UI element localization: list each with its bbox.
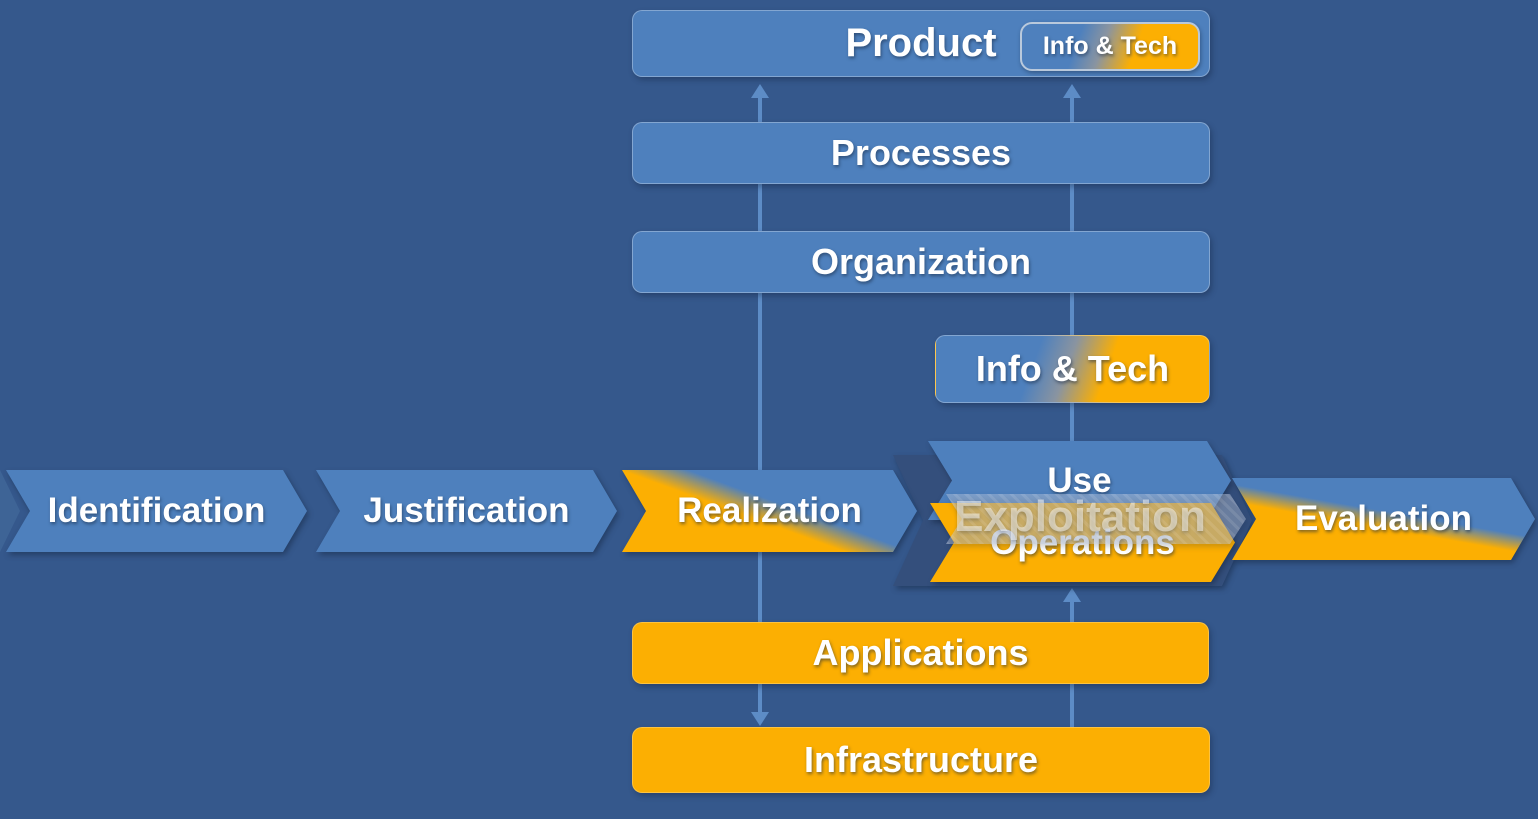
connector-line [1070,97,1074,122]
realization-chevron: Realization [622,470,917,552]
connector-line [1070,401,1074,441]
identification-label: Identification [47,491,266,530]
arrow-up-icon [751,84,769,98]
exploitation-band-chevron [946,494,1246,544]
arrow-up-icon [1063,84,1081,98]
connector-line [758,97,762,122]
processes-box: Processes [632,122,1210,184]
connector-line [1070,601,1074,622]
infrastructure-label: Infrastructure [803,739,1039,780]
processes-label: Processes [830,132,1012,173]
connector-line [1070,291,1074,335]
organization-label: Organization [810,241,1031,282]
infrastructure-box: Infrastructure [632,727,1210,793]
product-info-tech-badge-label: Info & Tech [1042,32,1178,60]
use-label: Use [1047,460,1112,500]
organization-box: Organization [632,231,1210,293]
connector-line [1070,182,1074,231]
applications-box: Applications [632,622,1209,684]
info-tech-label: Info & Tech [975,348,1170,389]
info-tech-box: Info & Tech [935,335,1210,403]
applications-label: Applications [812,632,1029,673]
connector-line [758,291,762,622]
evaluation-chevron: Evaluation [1232,478,1535,560]
justification-label: Justification [363,491,570,530]
connector-line [1070,682,1074,727]
identification-chevron: Identification [6,470,307,552]
exploitation-label: Exploitation [954,492,1206,541]
operations-label: Operations [930,503,1235,582]
operations-chevron: Operations [930,503,1235,582]
evaluation-label: Evaluation [1295,499,1472,538]
connector-line [758,182,762,231]
product-label: Product [845,21,997,65]
arrow-down-icon [751,712,769,726]
product-info-tech-badge: Info & Tech [1020,22,1200,71]
justification-chevron: Justification [316,470,617,552]
arrow-up-icon [1063,588,1081,602]
connector-line [758,682,762,713]
realization-label: Realization [677,491,862,530]
